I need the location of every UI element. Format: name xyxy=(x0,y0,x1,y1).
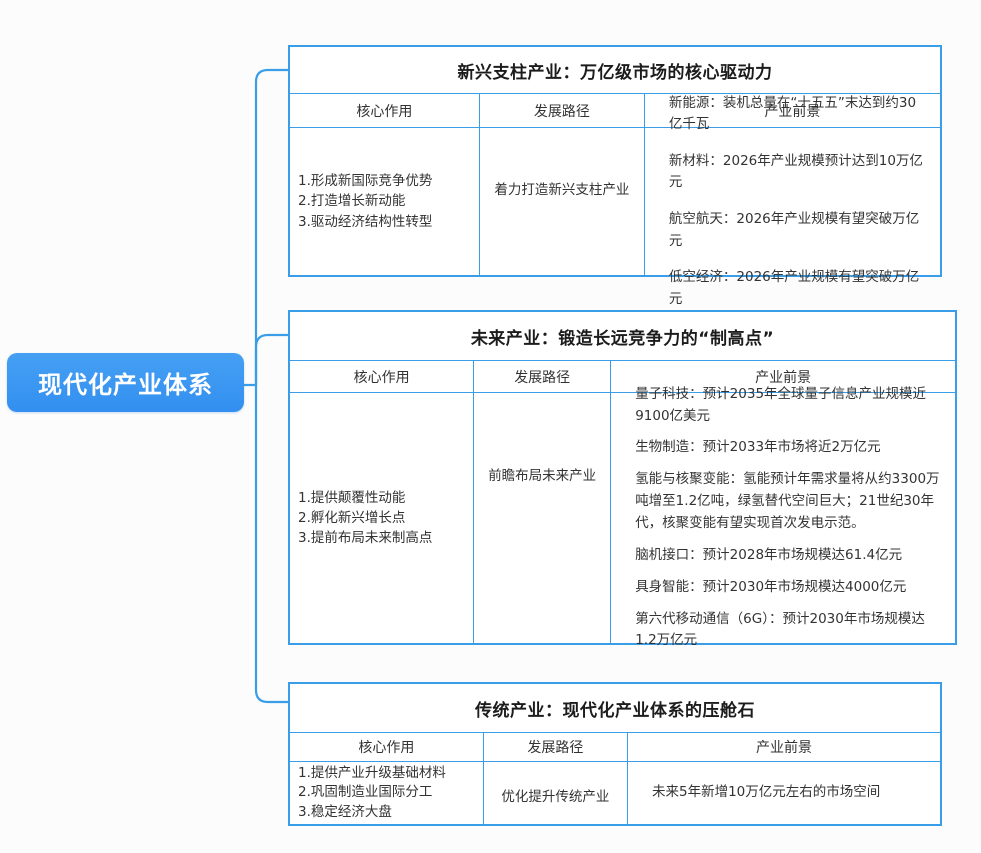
header-industry-prospects: 产业前景 xyxy=(755,369,812,386)
prospect-line: 低空经济：2026年产业规模有望突破万亿元 xyxy=(668,269,920,307)
header-industry-prospects: 产业前景 xyxy=(755,740,812,756)
industry-prospects-cell: 未来5年新增10万亿元左右的市场空间 xyxy=(628,762,940,824)
table-body-row: 1.形成新国际竞争优势 2.打造增长新动能 3.驱动经济结构性转型 着力打造新兴… xyxy=(290,95,940,307)
core-role-line: 1.形成新国际竞争优势 xyxy=(298,173,433,190)
table-emerging-pillar-industries[interactable]: 新兴支柱产业：万亿级市场的核心驱动力 核心作用 发展路径 产业前景 1.形成新国… xyxy=(288,45,942,307)
development-path-cell: 优化提升传统产业 xyxy=(484,762,628,824)
prospect-line: 新材料：2026年产业规模预计达到10万亿元 xyxy=(668,152,923,191)
prospect-line: 航空航天：2026年产业规模有望突破万亿元 xyxy=(668,211,920,249)
table-header-row: 核心作用 发展路径 产业前景 xyxy=(290,361,955,393)
table-traditional-industries[interactable]: 传统产业：现代化产业体系的压舱石 核心作用 发展路径 产业前景 1.提供产业升级… xyxy=(288,682,942,826)
header-development-path: 发展路径 xyxy=(480,94,645,127)
core-role-line: 1.提供颠覆性动能 xyxy=(298,489,406,506)
core-role-line: 3.提前布局未来制高点 xyxy=(298,530,433,547)
core-role-cell: 1.提供颠覆性动能 2.孵化新兴增长点 3.提前布局未来制高点 xyxy=(290,393,475,643)
table-body-row: 1.提供颠覆性动能 2.孵化新兴增长点 3.提前布局未来制高点 前瞻布局未来产业… xyxy=(290,386,955,649)
prospect-line: 量子科技：预计2035年全球量子信息产业规模近9100亿美元 xyxy=(635,385,927,424)
core-role-line: 2.打造增长新动能 xyxy=(298,193,406,210)
table-title: 未来产业：锻造长远竞争力的“制高点” xyxy=(290,312,955,361)
header-development-path: 发展路径 xyxy=(474,361,612,392)
core-role-line: 2.孵化新兴增长点 xyxy=(298,509,406,526)
prospect-line: 新能源：装机总量在“十五五”末达到约30亿千瓦 xyxy=(668,94,917,133)
prospect-line: 生物制造：预计2033年市场将近2万亿元 xyxy=(635,439,881,456)
development-path-text: 前瞻布局未来产业 xyxy=(488,468,597,484)
industry-prospects-cell: 量子科技：预计2035年全球量子信息产业规模近9100亿美元 生物制造：预计20… xyxy=(611,386,955,649)
header-core-role: 核心作用 xyxy=(290,361,475,392)
header-development-path: 发展路径 xyxy=(484,733,628,761)
prospect-line: 脑机接口：预计2028年市场规模达61.4亿元 xyxy=(635,546,903,563)
core-role-line: 2.巩固制造业国际分工 xyxy=(298,784,433,801)
header-industry-prospects: 产业前景 xyxy=(764,103,821,120)
industry-prospects-cell: 新能源：装机总量在“十五五”末达到约30亿千瓦 新材料：2026年产业规模预计达… xyxy=(645,95,940,307)
table-body-row: 1.提供产业升级基础材料 2.巩固制造业国际分工 3.稳定经济大盘 优化提升传统… xyxy=(290,762,940,824)
table-header-row: 核心作用 发展路径 产业前景 xyxy=(290,733,940,762)
prospect-line: 第六代移动通信（6G）：预计2030年市场规模达1.2万亿元 xyxy=(635,610,925,649)
development-path-cell: 着力打造新兴支柱产业 xyxy=(480,128,645,275)
root-node[interactable]: 现代化产业体系 xyxy=(7,353,244,412)
table-title: 传统产业：现代化产业体系的压舱石 xyxy=(290,684,940,733)
table-future-industries[interactable]: 未来产业：锻造长远竞争力的“制高点” 核心作用 发展路径 产业前景 1.提供颠覆… xyxy=(288,310,957,649)
core-role-line: 1.提供产业升级基础材料 xyxy=(298,764,446,781)
core-role-line: 3.驱动经济结构性转型 xyxy=(298,213,433,230)
header-core-role: 核心作用 xyxy=(290,733,484,761)
table-header-row: 核心作用 发展路径 产业前景 xyxy=(290,94,940,128)
table-title: 新兴支柱产业：万亿级市场的核心驱动力 xyxy=(290,47,940,94)
core-role-cell: 1.形成新国际竞争优势 2.打造增长新动能 3.驱动经济结构性转型 xyxy=(290,128,480,275)
root-node-label: 现代化产业体系 xyxy=(38,371,213,399)
prospect-line: 氢能与核聚变能：氢能预计年需求量将从约3300万吨增至1.2亿吨，绿氢替代空间巨… xyxy=(635,471,940,531)
header-core-role: 核心作用 xyxy=(290,94,480,127)
prospect-line: 具身智能：预计2030年市场规模达4000亿元 xyxy=(635,578,907,595)
core-role-cell: 1.提供产业升级基础材料 2.巩固制造业国际分工 3.稳定经济大盘 xyxy=(290,762,484,824)
development-path-cell: 前瞻布局未来产业 xyxy=(474,393,612,643)
development-path-text: 优化提升传统产业 xyxy=(501,789,610,805)
prospect-line: 未来5年新增10万亿元左右的市场空间 xyxy=(651,784,881,801)
core-role-line: 3.稳定经济大盘 xyxy=(298,803,392,820)
development-path-text: 着力打造新兴支柱产业 xyxy=(494,181,630,198)
